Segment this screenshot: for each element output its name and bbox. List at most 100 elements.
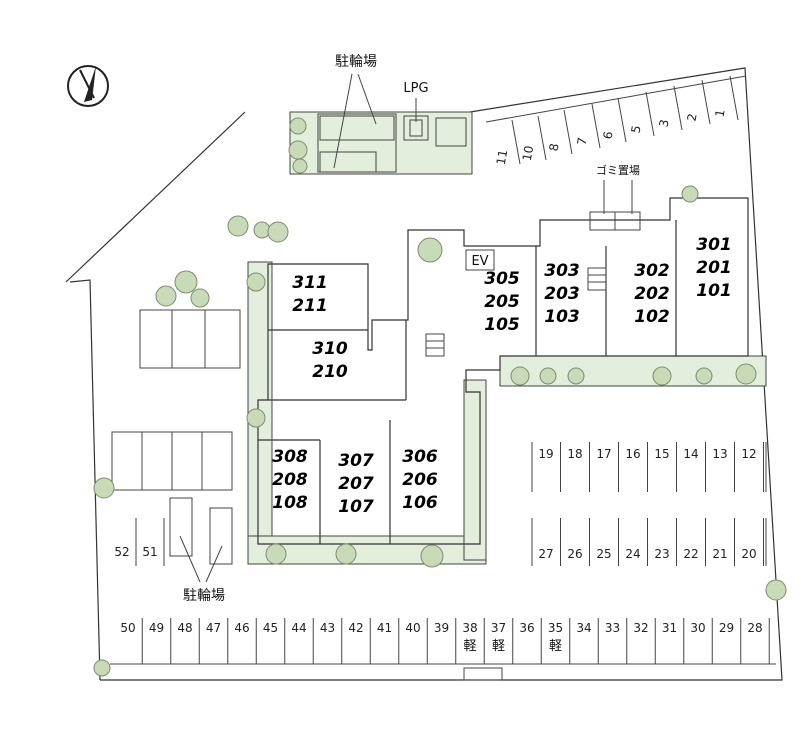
unit-label-207: 207 bbox=[338, 474, 374, 494]
parking-bottom-41: 41 bbox=[377, 621, 392, 635]
parking-mid-upper-15: 15 bbox=[654, 447, 669, 461]
parking-left-52: 52 bbox=[114, 545, 129, 559]
unit-label-102: 102 bbox=[634, 307, 670, 327]
leader-line bbox=[333, 73, 353, 169]
parking-top-divider bbox=[591, 103, 601, 149]
leader-line bbox=[205, 545, 223, 583]
leader-line bbox=[357, 73, 377, 125]
parking-mid-upper-18: 18 bbox=[567, 447, 582, 461]
parking-bottom-33: 33 bbox=[605, 621, 620, 635]
unit-label-107: 107 bbox=[338, 497, 374, 517]
parking-mid-lower-27: 27 bbox=[538, 547, 553, 561]
parking-top-10: 10 bbox=[520, 145, 536, 162]
ev-label: EV bbox=[471, 254, 488, 269]
parking-mid-upper-14: 14 bbox=[683, 447, 698, 461]
parking-left-51: 51 bbox=[142, 545, 157, 559]
unit-label-306: 306 bbox=[402, 447, 438, 467]
unit-label-202: 202 bbox=[634, 284, 670, 304]
parking-top-divider bbox=[617, 97, 627, 143]
parking-middle bbox=[531, 442, 767, 566]
parking-bottom-34: 34 bbox=[576, 621, 591, 635]
parking-bottom-43: 43 bbox=[320, 621, 335, 635]
unit-label-103: 103 bbox=[544, 307, 580, 327]
unit-label-208: 208 bbox=[272, 470, 308, 490]
unit-label-303: 303 bbox=[544, 261, 580, 281]
parking-top-divider bbox=[537, 115, 547, 161]
parking-bottom-31: 31 bbox=[662, 621, 677, 635]
unit-label-203: 203 bbox=[544, 284, 580, 304]
parking-bottom-50: 50 bbox=[120, 621, 135, 635]
parking-bottom-49: 49 bbox=[149, 621, 164, 635]
parking-bottom-40: 40 bbox=[405, 621, 420, 635]
parking-bottom bbox=[110, 663, 776, 681]
parking-top-divider bbox=[673, 85, 683, 131]
bicycle-parking-top bbox=[288, 111, 473, 175]
unit-label-105: 105 bbox=[484, 315, 520, 335]
unit-label-108: 108 bbox=[272, 493, 308, 513]
parking-top-5: 5 bbox=[629, 124, 644, 134]
parking-bottom-44: 44 bbox=[291, 621, 306, 635]
parking-mid-lower-26: 26 bbox=[567, 547, 582, 561]
parking-mid-upper-13: 13 bbox=[712, 447, 727, 461]
parking-top-7: 7 bbox=[575, 136, 590, 146]
unit-label-305: 305 bbox=[484, 269, 520, 289]
parking-mid-lower-25: 25 bbox=[596, 547, 611, 561]
unit-label-205: 205 bbox=[484, 292, 520, 312]
parking-mid-upper-19: 19 bbox=[538, 447, 553, 461]
parking-bottom-46: 46 bbox=[234, 621, 249, 635]
unit-label-302: 302 bbox=[634, 261, 670, 281]
parking-bottom-47: 47 bbox=[206, 621, 221, 635]
parking-bottom-32: 32 bbox=[633, 621, 648, 635]
parking-top-divider bbox=[511, 119, 521, 165]
unit-label-310: 310 bbox=[312, 339, 348, 359]
parking-bottom-38: 38 bbox=[462, 621, 477, 635]
parking-bottom-39: 39 bbox=[434, 621, 449, 635]
parking-bottom-29: 29 bbox=[719, 621, 734, 635]
stairs-icon bbox=[587, 267, 607, 291]
unit-label-101: 101 bbox=[696, 281, 732, 301]
parking-mid-lower-21: 21 bbox=[712, 547, 727, 561]
parking-top-3: 3 bbox=[657, 118, 672, 128]
parking-mid-lower-20: 20 bbox=[741, 547, 756, 561]
unit-label-206: 206 bbox=[402, 470, 438, 490]
kei-mark-38: 軽 bbox=[463, 639, 476, 654]
parking-mid-upper-16: 16 bbox=[625, 447, 640, 461]
unit-label-308: 308 bbox=[272, 447, 308, 467]
north-arrow-icon bbox=[67, 65, 109, 107]
parking-row-top bbox=[485, 75, 747, 123]
parking-top-11: 11 bbox=[494, 149, 510, 166]
parking-top-divider bbox=[701, 79, 711, 125]
unit-label-211: 211 bbox=[292, 296, 328, 316]
bicycle-parking-bottom bbox=[169, 497, 233, 565]
parking-top-8: 8 bbox=[547, 142, 562, 152]
parking-mid-lower-23: 23 bbox=[654, 547, 669, 561]
garbage-area bbox=[589, 211, 641, 231]
parking-top-2: 2 bbox=[685, 112, 700, 122]
garbage-label: ゴミ置場 bbox=[596, 163, 640, 177]
parking-top-divider bbox=[645, 91, 655, 137]
storage-left bbox=[111, 309, 241, 491]
parking-bottom-28: 28 bbox=[747, 621, 762, 635]
stairs-icon bbox=[425, 333, 445, 357]
parking-bottom-42: 42 bbox=[348, 621, 363, 635]
bicycle-parking-label: 駐輪場 bbox=[183, 587, 225, 604]
parking-mid-upper-12: 12 bbox=[741, 447, 756, 461]
leader-line bbox=[179, 535, 201, 583]
parking-top-6: 6 bbox=[601, 130, 616, 140]
kei-mark-35: 軽 bbox=[549, 639, 562, 654]
parking-top-divider bbox=[563, 109, 573, 155]
parking-bottom-37: 37 bbox=[491, 621, 506, 635]
parking-bottom-35: 35 bbox=[548, 621, 563, 635]
parking-bottom-30: 30 bbox=[690, 621, 705, 635]
lpg-label: LPG bbox=[403, 81, 428, 96]
unit-label-201: 201 bbox=[696, 258, 732, 278]
parking-mid-upper-17: 17 bbox=[596, 447, 611, 461]
parking-bottom-45: 45 bbox=[263, 621, 278, 635]
parking-top-divider bbox=[729, 75, 739, 121]
bicycle-parking-label: 駐輪場 bbox=[335, 53, 377, 70]
kei-mark-37: 軽 bbox=[492, 639, 505, 654]
parking-bottom-48: 48 bbox=[177, 621, 192, 635]
unit-label-210: 210 bbox=[312, 362, 348, 382]
parking-mid-lower-22: 22 bbox=[683, 547, 698, 561]
